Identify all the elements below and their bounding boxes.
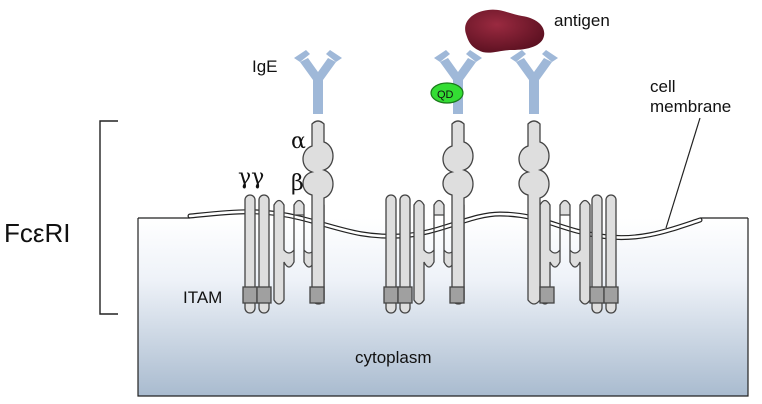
alpha-chain-2 <box>442 120 474 305</box>
ige-label: IgE <box>252 57 278 76</box>
itam-box <box>449 286 465 304</box>
ige-antibody-2-icon <box>434 50 482 114</box>
alpha-chain-3 <box>518 120 550 305</box>
ige-antibody-3-icon <box>510 50 558 114</box>
membrane-pointer-line <box>665 117 701 229</box>
beta-label: β <box>291 171 304 196</box>
gamma-chain-2b <box>399 194 411 314</box>
cell-membrane-label-line1: cell <box>650 77 676 96</box>
itam-box <box>589 286 605 304</box>
itam-box <box>256 286 272 304</box>
itam-box <box>309 286 325 304</box>
fceri-bracket <box>99 120 118 315</box>
antigen-blob-icon <box>465 9 545 53</box>
qd-label: QD <box>437 89 454 101</box>
antigen-label: antigen <box>554 11 610 30</box>
gamma-chain-3a <box>591 194 603 314</box>
cytoplasm-region <box>137 217 749 397</box>
receptor-label: FcεRI <box>4 218 70 248</box>
gamma-chain-2a <box>385 194 397 314</box>
gamma-label: γγ <box>238 165 264 190</box>
itam-box <box>603 286 619 304</box>
gamma-chain-1b <box>258 194 270 314</box>
gamma-chain-1a <box>244 194 256 314</box>
itam-box <box>539 286 555 304</box>
receptor-complex-2 <box>383 120 474 314</box>
itam-label: ITAM <box>183 288 222 307</box>
receptor-complex-1 <box>242 120 334 314</box>
itam-box <box>397 286 413 304</box>
itam-box <box>383 286 399 304</box>
receptor-complex-3 <box>518 120 619 314</box>
cytoplasm-label: cytoplasm <box>355 348 432 367</box>
gamma-chain-3b <box>605 194 617 314</box>
alpha-chain-1 <box>302 120 334 305</box>
qd-ellipse-icon <box>430 82 464 104</box>
alpha-label: α <box>291 129 306 154</box>
ige-antibody-1-icon <box>294 50 342 114</box>
cell-membrane-label-line2: membrane <box>650 97 731 116</box>
itam-box <box>242 286 258 304</box>
